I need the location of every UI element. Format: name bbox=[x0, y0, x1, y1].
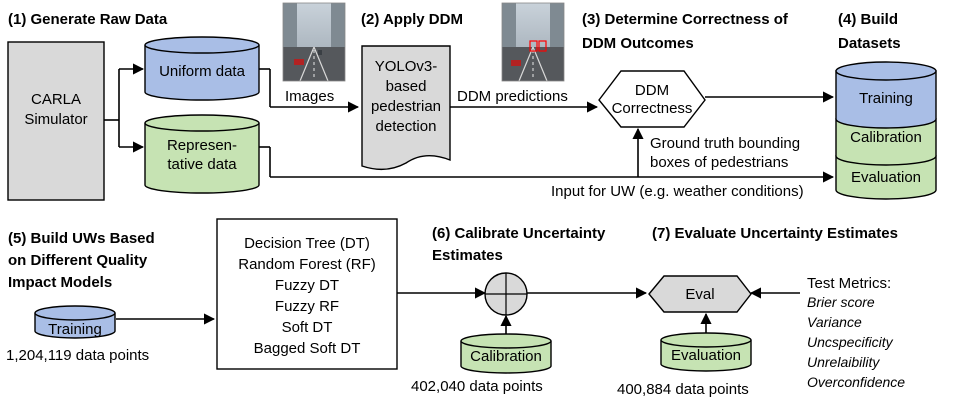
step-2-title: (2) Apply DDM bbox=[361, 11, 463, 28]
eval-label: Eval bbox=[685, 286, 714, 303]
calibration-combiner bbox=[484, 272, 528, 316]
ddm-correctness-label-line2: Correctness bbox=[612, 100, 693, 117]
dataset-training-segment bbox=[835, 70, 937, 129]
detection-box-2 bbox=[538, 40, 547, 52]
model-item: Random Forest (RF) bbox=[238, 256, 376, 273]
model-item: Fuzzy RF bbox=[275, 298, 339, 315]
model-item: Fuzzy DT bbox=[275, 277, 339, 294]
step-5-title-line2: on Different Quality bbox=[8, 252, 148, 269]
uniform-data-label: Uniform data bbox=[159, 63, 246, 80]
ddm-predictions-edge-label: DDM predictions bbox=[457, 88, 568, 105]
detection-label-line3: pedestrian bbox=[371, 98, 441, 115]
model-item: Bagged Soft DT bbox=[254, 340, 361, 357]
eval-node bbox=[648, 275, 752, 313]
datasets-cylinder bbox=[835, 61, 937, 200]
input-for-uw-edge-label: Input for UW (e.g. weather conditions) bbox=[551, 183, 804, 200]
training-count: 1,204,119 data points bbox=[6, 347, 149, 364]
carla-simulator-label-line1: CARLA bbox=[31, 91, 81, 108]
step-5-title-line1: (5) Build UWs Based bbox=[8, 230, 155, 247]
detection-label-line4: detection bbox=[376, 118, 437, 135]
evaluation-label: Evaluation bbox=[671, 347, 741, 364]
training-cylinder bbox=[34, 305, 116, 339]
model-item: Decision Tree (DT) bbox=[244, 235, 370, 252]
carla-simulator-box bbox=[7, 41, 105, 201]
training-label: Training bbox=[48, 321, 102, 338]
uniform-data-cylinder bbox=[144, 36, 260, 101]
driving-scene-image-1 bbox=[282, 2, 346, 82]
detection-label-line2: based bbox=[386, 78, 427, 95]
step-4-title-line1: (4) Build bbox=[838, 11, 898, 28]
driving-scene-image-2 bbox=[501, 2, 565, 82]
metric-item: Unrelaibility bbox=[807, 354, 880, 370]
step-4-title-line2: Datasets bbox=[838, 35, 901, 52]
ddm-correctness-node bbox=[598, 70, 706, 128]
dataset-evaluation-segment bbox=[835, 155, 937, 200]
representative-data-cylinder bbox=[144, 114, 260, 194]
dataset-calibration-label: Calibration bbox=[850, 129, 922, 146]
step-3-title-line2: DDM Outcomes bbox=[582, 35, 694, 52]
metric-item: Uncspecificity bbox=[807, 334, 894, 350]
detection-box-1 bbox=[529, 40, 538, 52]
connectors bbox=[104, 63, 835, 340]
dataset-training-label: Training bbox=[859, 90, 913, 107]
representative-data-label-line1: Represen- bbox=[167, 137, 237, 154]
metric-item: Brier score bbox=[807, 294, 875, 310]
step-6-title-line2: Estimates bbox=[432, 247, 503, 264]
quality-impact-models-box bbox=[216, 218, 398, 370]
dataset-evaluation-label: Evaluation bbox=[851, 169, 921, 186]
ground-truth-edge-label-line2: boxes of pedestrians bbox=[650, 154, 788, 171]
detection-label-line1: YOLOv3- bbox=[375, 58, 438, 75]
pedestrian-detection-node bbox=[361, 45, 451, 171]
dataset-calibration-segment bbox=[835, 118, 937, 166]
carla-simulator-label-line2: Simulator bbox=[24, 111, 87, 128]
evaluation-cylinder bbox=[660, 332, 752, 372]
metric-item: Variance bbox=[807, 314, 862, 330]
images-edge-label: Images bbox=[285, 88, 334, 105]
step-1-title: (1) Generate Raw Data bbox=[8, 11, 168, 28]
representative-data-label-line2: tative data bbox=[167, 156, 237, 173]
calibration-label: Calibration bbox=[470, 348, 542, 365]
model-item: Soft DT bbox=[282, 319, 333, 336]
calibration-cylinder bbox=[460, 333, 552, 374]
step-7-title: (7) Evaluate Uncertainty Estimates bbox=[652, 225, 898, 242]
step-6-title-line1: (6) Calibrate Uncertainty bbox=[432, 225, 606, 242]
calibration-count: 402,040 data points bbox=[411, 378, 543, 395]
step-3-title-line1: (3) Determine Correctness of bbox=[582, 11, 789, 28]
metric-item: Overconfidence bbox=[807, 374, 905, 390]
ground-truth-edge-label-line1: Ground truth bounding bbox=[650, 135, 800, 152]
evaluation-count: 400,884 data points bbox=[617, 381, 749, 398]
ddm-correctness-label-line1: DDM bbox=[635, 82, 669, 99]
test-metrics-title: Test Metrics: bbox=[807, 275, 891, 292]
step-5-title-line3: Impact Models bbox=[8, 274, 112, 291]
